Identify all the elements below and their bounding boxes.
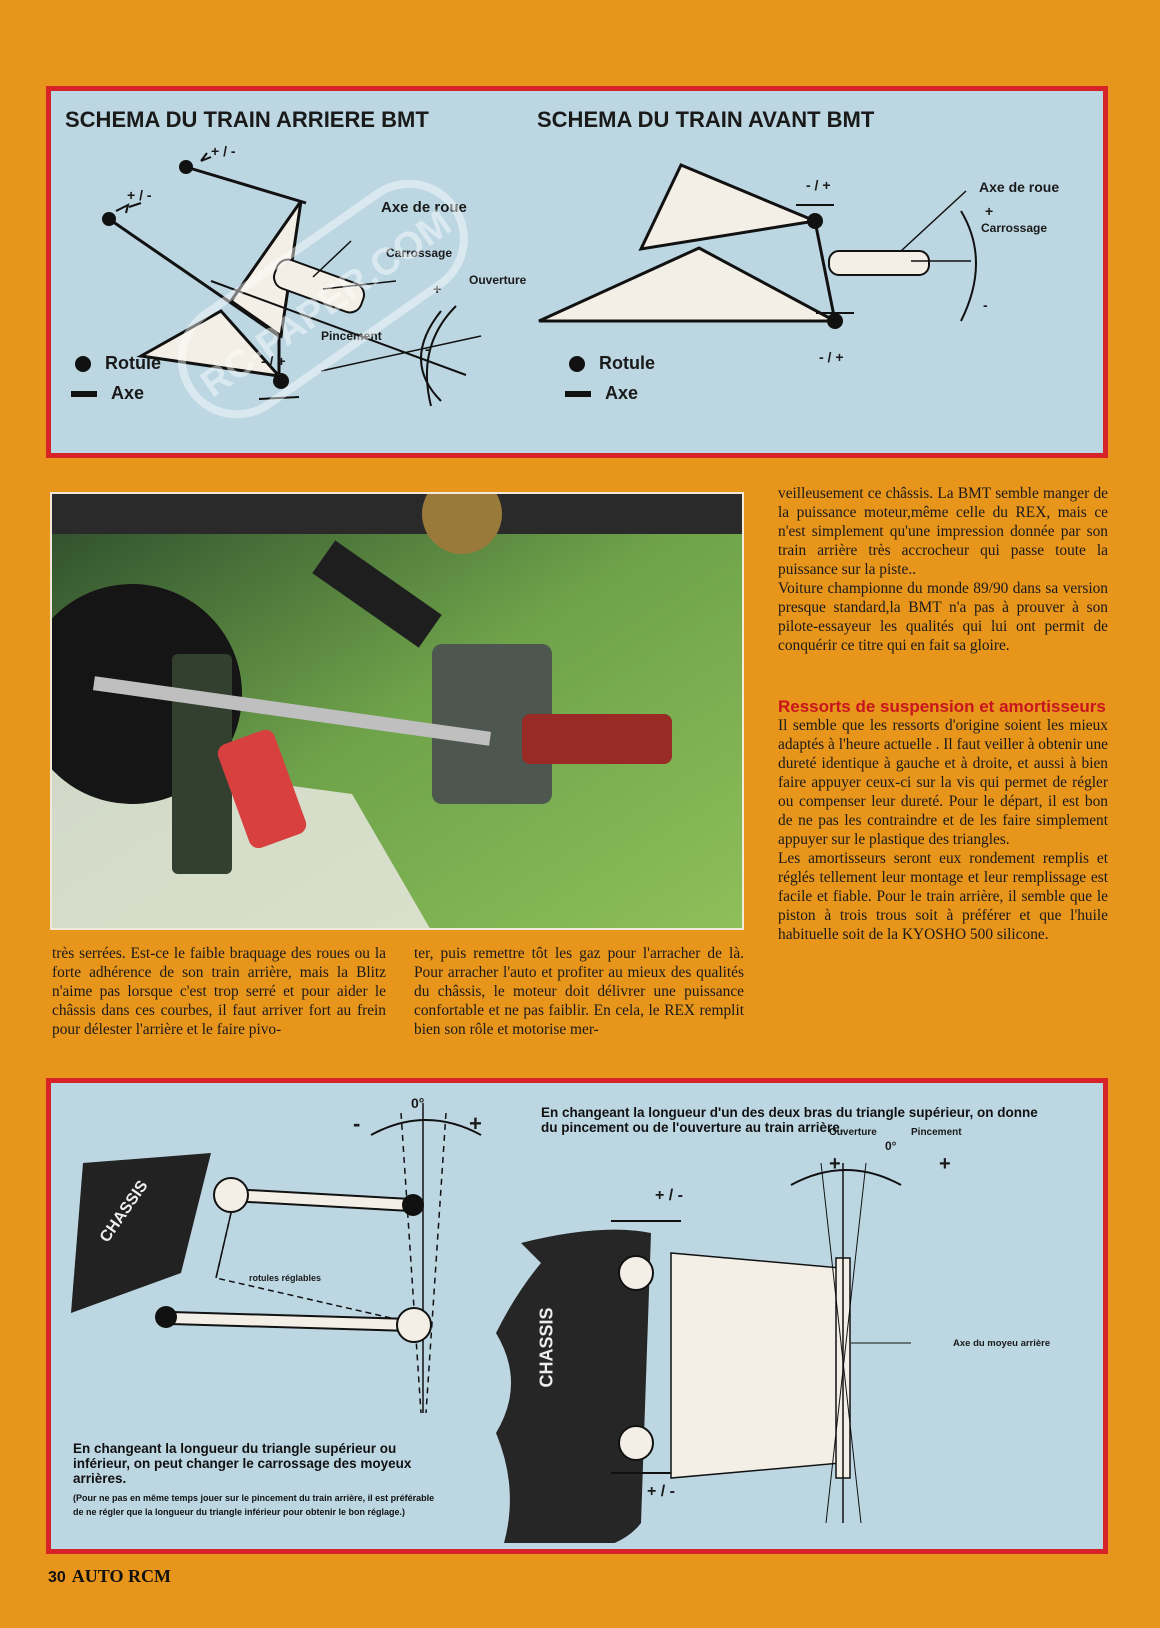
- front-pm-top-label: - / +: [806, 177, 831, 193]
- rotule-dot-icon: [75, 355, 91, 372]
- right-caption: En changeant la longueur d'un des deux b…: [541, 1105, 1038, 1135]
- rear-minus-label: -: [425, 341, 430, 357]
- rear-pm-label-1: + / -: [211, 143, 236, 159]
- article-paragraph: veilleusement ce châssis. La BMT semble …: [778, 485, 1108, 578]
- right-plus-right-label: +: [939, 1153, 951, 1175]
- rear-legend-axe: Axe: [71, 383, 144, 404]
- right-chassis-label: CHASSIS: [536, 1307, 557, 1388]
- pincement-label: Pincement: [911, 1127, 962, 1138]
- camber-diagram: [71, 1103, 482, 1413]
- rear-carrossage-label: Carrossage: [386, 246, 453, 260]
- rear-pincement-label: Pincement: [321, 329, 382, 343]
- right-pm-bottom-label: + / -: [647, 1483, 676, 1500]
- top-diagram-panel: SCHEMA DU TRAIN ARRIERE BMT SCHEMA DU TR…: [46, 86, 1108, 458]
- right-deg-label: 0°: [885, 1139, 897, 1153]
- left-deg-label: 0°: [411, 1095, 425, 1111]
- axe-bar-icon: [71, 390, 97, 397]
- right-plus-left-label: +: [829, 1153, 841, 1175]
- rear-schema-title: SCHEMA DU TRAIN ARRIERE BMT: [65, 107, 429, 132]
- axe-bar-icon: [565, 390, 591, 397]
- front-plus-label: +: [985, 203, 994, 219]
- article-paragraph: Les amortisseurs seront eux rondement re…: [778, 850, 1108, 943]
- front-carrossage-label: Carrossage: [981, 221, 1048, 235]
- article-paragraph: Voiture championne du monde 89/90 dans s…: [778, 580, 1108, 654]
- right-pm-top-label: + / -: [655, 1187, 684, 1204]
- article-paragraph: Il semble que les ressorts d'origine soi…: [778, 717, 1108, 848]
- magazine-brand: AUTO RCM: [71, 1566, 171, 1586]
- rear-ouverture-label: Ouverture: [469, 273, 527, 287]
- left-plus-label: +: [469, 1111, 482, 1136]
- ouverture-label: Ouverture: [829, 1127, 877, 1138]
- rotule-dot-icon: [569, 355, 585, 372]
- front-train-diagram: [538, 163, 977, 329]
- rotules-reglables-label: rotules réglables: [249, 1273, 322, 1283]
- front-axe-de-roue-label: Axe de roue: [979, 179, 1060, 195]
- front-minus-label: -: [983, 297, 988, 313]
- page-number: 30: [48, 1569, 66, 1586]
- chassis-photo: [50, 492, 744, 930]
- rear-plus-label: +: [433, 281, 442, 297]
- rear-legend-rotule: Rotule: [75, 353, 161, 374]
- toe-diagram: [496, 1162, 911, 1543]
- axe-moyeu-label: Axe du moyeu arrière: [953, 1338, 1051, 1349]
- left-caption-note: (Pour ne pas en même temps jouer sur le …: [73, 1493, 435, 1517]
- left-caption: En changeant la longueur du triangle sup…: [73, 1441, 412, 1486]
- front-legend-rotule: Rotule: [569, 353, 655, 374]
- bottom-diagram-panel: 0° - + CHASSIS rotules réglables En chan…: [46, 1078, 1108, 1554]
- front-legend-axe: Axe: [565, 383, 638, 404]
- front-pm-bottom-label: - / +: [819, 349, 844, 365]
- page-footer: 30 AUTO RCM: [48, 1566, 171, 1587]
- front-schema-title: SCHEMA DU TRAIN AVANT BMT: [537, 107, 875, 132]
- rear-pm-label-3: - / +: [261, 353, 286, 369]
- section-heading: Ressorts de suspension et amortisseurs: [778, 697, 1106, 716]
- left-minus-label: -: [353, 1111, 361, 1136]
- rear-pm-label-2: + / -: [127, 187, 152, 203]
- photo-illustration: [52, 494, 742, 928]
- rear-axe-de-roue-label: Axe de roue: [381, 199, 467, 216]
- article-middle-column: ter, puis remettre tôt les gaz pour l'ar…: [414, 945, 744, 1038]
- article-left-column: très serrées. Est-ce le faible braquage …: [52, 945, 386, 1038]
- article-right-column: veilleusement ce châssis. La BMT semble …: [778, 484, 1108, 944]
- rear-train-diagram: [102, 152, 482, 407]
